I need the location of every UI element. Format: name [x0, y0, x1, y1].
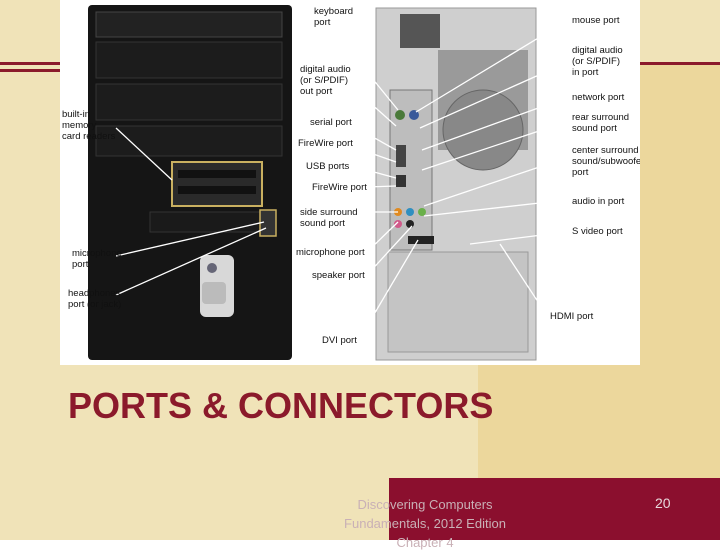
memory-card-reader: [171, 161, 263, 207]
audio-jack: [406, 220, 414, 228]
card-slot: [178, 170, 256, 178]
footer-line: Chapter 4: [396, 535, 454, 550]
label-dvi-port: DVI port: [322, 335, 357, 346]
label-microphone-port-rear: microphone port: [296, 247, 365, 258]
computer-ports-photo: built-in memory card readers microphone …: [60, 0, 640, 365]
footer-line: Discovering Computers: [357, 497, 493, 512]
optical-drive-bay-1: [95, 11, 283, 38]
decorative-rule-right: [640, 62, 720, 72]
card-slot: [178, 186, 256, 194]
rear-fan: [442, 89, 524, 171]
label-firewire-port-2: FireWire port: [312, 182, 367, 193]
audio-jack: [406, 208, 414, 216]
audio-jack: [394, 220, 402, 228]
label-side-surround-sound: side surround sound port: [300, 207, 360, 229]
label-serial-port: serial port: [310, 117, 352, 128]
label-usb-ports: USB ports: [306, 161, 350, 172]
ports-illustration: built-in memory card readers microphone …: [62, 5, 640, 361]
pointer-lines: [115, 19, 569, 339]
expansion-slots: [387, 251, 529, 353]
usb-ports-connector: [396, 175, 406, 187]
drive-bay-4: [95, 125, 283, 157]
serial-port-connector: [396, 145, 406, 167]
optical-drive-bay-2: [95, 41, 283, 79]
label-speaker-port: speaker port: [312, 270, 365, 281]
slide-title: PORTS & CONNECTORS: [68, 385, 494, 426]
label-firewire-port: FireWire port: [298, 138, 353, 149]
label-digital-audio-in: digital audio (or S/PDIF) in port: [572, 45, 625, 78]
background-panel-bottom-right: [478, 365, 720, 478]
footer-text: Discovering Computers Fundamentals, 2012…: [330, 495, 520, 552]
label-digital-audio-out: digital audio (or S/PDIF) out port: [300, 64, 353, 97]
label-rear-surround-sound: rear surround sound port: [572, 112, 632, 134]
background-panel-left: [0, 0, 60, 365]
label-network-port: network port: [572, 92, 625, 103]
background-panel-right: [640, 62, 720, 365]
audio-jack: [418, 208, 426, 216]
footer-line: Fundamentals, 2012 Edition: [344, 516, 506, 531]
label-keyboard-port: keyboard port: [314, 6, 356, 28]
label-headphones-port: headphones port (or jack): [68, 288, 123, 310]
power-supply-connector: [400, 14, 440, 48]
label-mouse-port: mouse port: [572, 15, 620, 26]
label-center-surround-subwoofer: center surround sound/subwoofer port: [572, 145, 640, 178]
mouse-port-connector: [409, 110, 419, 120]
background-panel-right-top: [640, 0, 720, 62]
label-microphone-port-front: microphone port: [72, 248, 124, 270]
label-memory-card-readers: built-in memory card readers: [62, 109, 116, 142]
dvi-port-connector: [408, 236, 434, 244]
keyboard-port-connector: [395, 110, 405, 120]
label-audio-in-port: audio in port: [572, 196, 625, 207]
decorative-rule-left: [0, 62, 60, 72]
brand-logo-plate: [202, 282, 226, 304]
power-icon: [207, 263, 217, 273]
drive-bay-3: [95, 83, 283, 121]
page-number: 20: [655, 495, 671, 511]
label-hdmi-port: HDMI port: [550, 311, 594, 322]
front-port-strip: [149, 211, 263, 233]
label-s-video-port: S video port: [572, 226, 623, 237]
footer-bar: [389, 478, 720, 540]
